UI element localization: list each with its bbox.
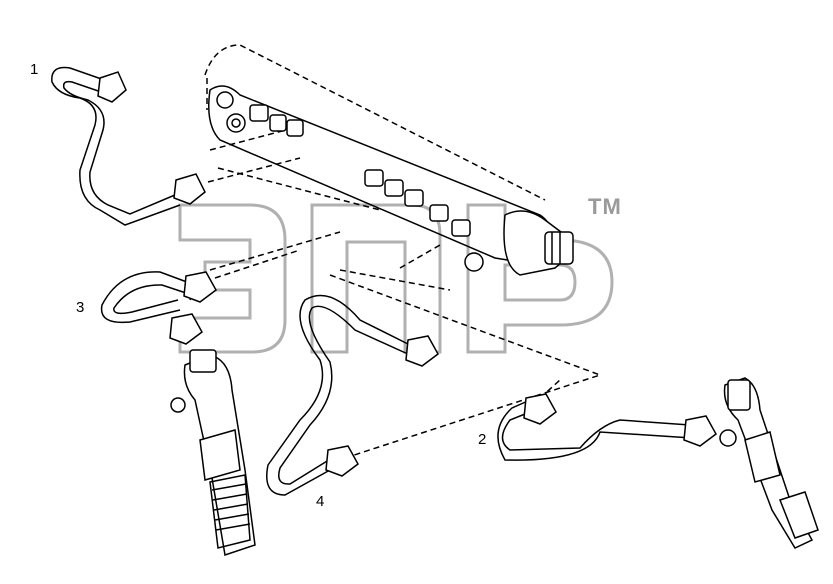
fuel-pipe-2 [497,393,717,461]
callout-2: 2 [478,431,487,448]
fuel-pipe-3 [100,271,217,345]
fuel-injector-right [719,377,819,549]
fuel-pipe-4 [266,294,439,496]
fuel-pipe-1 [51,66,206,226]
watermark-trademark: TM [588,194,622,219]
fuel-injector-left [170,349,256,556]
fuel-rail [208,85,574,276]
callout-3: 3 [76,299,85,316]
callout-4: 4 [316,493,325,510]
callout-1: 1 [30,61,39,78]
